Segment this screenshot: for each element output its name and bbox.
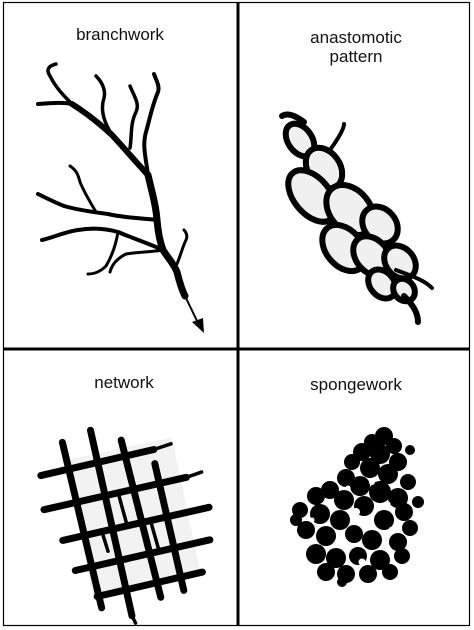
- panel-title-branchwork: branchwork: [20, 25, 220, 44]
- title-line: spongework: [310, 375, 402, 394]
- title-line: branchwork: [76, 25, 164, 44]
- spongework-holes: [309, 479, 396, 566]
- title-line: network: [94, 373, 154, 392]
- spongework-pattern: [290, 427, 424, 587]
- panel-title-network: network: [24, 373, 224, 392]
- panel-title-spongework: spongework: [256, 375, 456, 394]
- title-line: anastomotic: [310, 28, 402, 47]
- panel-title-anastomotic-pattern: anastomotic pattern: [256, 28, 456, 66]
- network-pattern: [37, 426, 214, 625]
- branchwork-pattern: [36, 62, 204, 333]
- title-line: pattern: [329, 47, 383, 66]
- anastomotic-pattern: [279, 111, 434, 325]
